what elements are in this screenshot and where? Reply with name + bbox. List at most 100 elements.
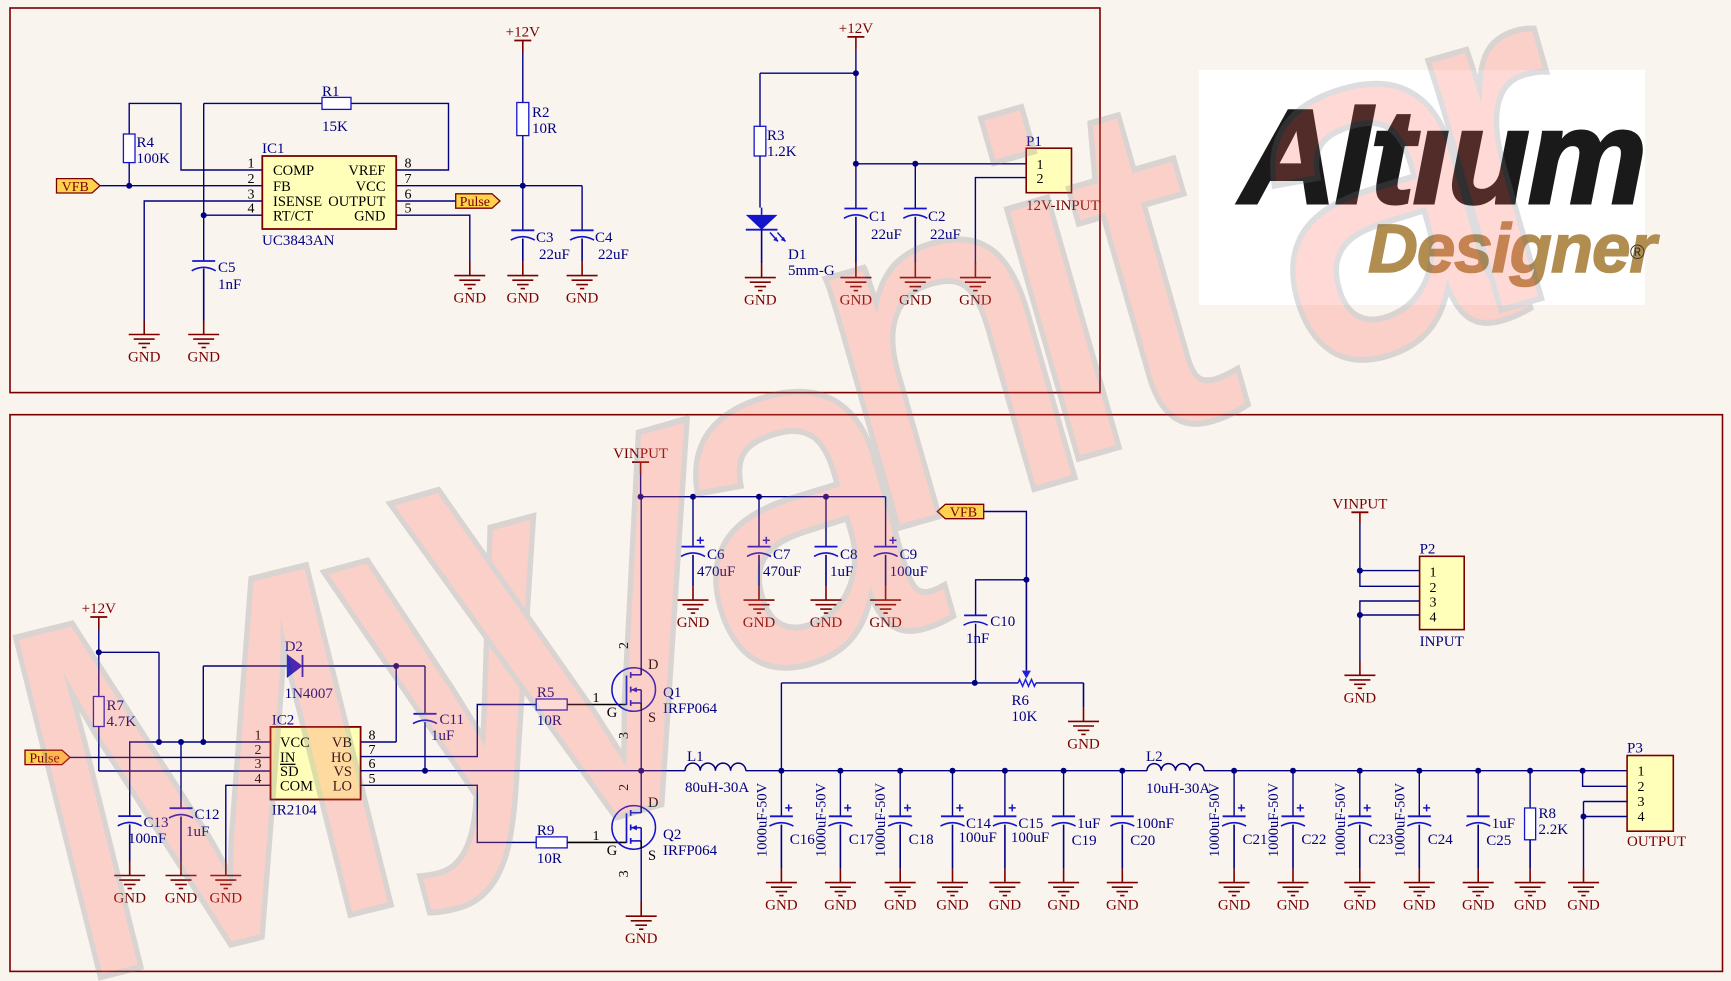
- svg-text:D: D: [648, 795, 658, 811]
- svg-text:100K: 100K: [137, 151, 171, 167]
- svg-text:R8: R8: [1539, 806, 1557, 822]
- svg-text:G: G: [607, 705, 618, 721]
- svg-text:VCC: VCC: [280, 735, 310, 751]
- svg-text:3: 3: [617, 870, 632, 877]
- svg-text:7: 7: [369, 743, 376, 758]
- svg-text:8: 8: [405, 157, 412, 172]
- svg-text:GND: GND: [1106, 898, 1139, 914]
- svg-text:1N4007: 1N4007: [285, 686, 334, 702]
- svg-text:R5: R5: [537, 685, 555, 701]
- svg-text:2.2K: 2.2K: [1539, 822, 1569, 838]
- svg-text:2: 2: [1037, 172, 1044, 187]
- svg-text:INPUT: INPUT: [1420, 634, 1464, 650]
- svg-text:C15: C15: [1018, 816, 1043, 832]
- svg-text:C20: C20: [1130, 833, 1155, 849]
- svg-text:VFB: VFB: [950, 506, 977, 521]
- svg-text:GND: GND: [677, 615, 710, 631]
- svg-text:IN: IN: [280, 750, 296, 766]
- svg-text:R7: R7: [107, 698, 125, 714]
- svg-text:Designer: Designer: [1368, 210, 1659, 287]
- svg-text:Q1: Q1: [663, 685, 681, 701]
- svg-text:1uF: 1uF: [431, 728, 454, 744]
- svg-text:C13: C13: [144, 815, 169, 831]
- svg-text:1: 1: [1638, 765, 1645, 780]
- svg-text:OUTPUT: OUTPUT: [1627, 834, 1686, 850]
- svg-text:2: 2: [1430, 581, 1437, 596]
- svg-text:COM: COM: [280, 779, 313, 795]
- svg-text:D1: D1: [788, 247, 806, 263]
- svg-text:4: 4: [1638, 810, 1645, 825]
- svg-text:IRFP064: IRFP064: [663, 843, 718, 859]
- svg-text:1: 1: [255, 729, 262, 744]
- svg-text:7: 7: [405, 172, 412, 187]
- svg-text:+12V: +12V: [506, 25, 540, 41]
- svg-text:2: 2: [255, 743, 262, 758]
- svg-text:12V-INPUT: 12V-INPUT: [1026, 198, 1100, 214]
- svg-text:Altıum: Altıum: [1237, 83, 1645, 232]
- svg-text:3: 3: [248, 188, 255, 203]
- svg-text:L1: L1: [687, 749, 704, 765]
- svg-text:1: 1: [1037, 158, 1044, 173]
- svg-text:1: 1: [593, 691, 600, 706]
- svg-text:GND: GND: [507, 291, 540, 307]
- svg-text:HO: HO: [331, 750, 352, 766]
- svg-text:100uF: 100uF: [890, 564, 928, 580]
- svg-text:5mm-G: 5mm-G: [788, 263, 835, 279]
- svg-text:VCC: VCC: [356, 179, 386, 195]
- svg-text:Q2: Q2: [663, 827, 681, 843]
- svg-text:3: 3: [255, 757, 262, 772]
- svg-text:C3: C3: [536, 230, 554, 246]
- svg-text:+12V: +12V: [82, 601, 116, 617]
- svg-text:6: 6: [405, 188, 412, 203]
- svg-text:1uF: 1uF: [830, 564, 853, 580]
- svg-text:VS: VS: [333, 764, 352, 780]
- svg-text:C16: C16: [790, 832, 816, 848]
- svg-text:C9: C9: [900, 547, 918, 563]
- svg-text:GND: GND: [884, 898, 917, 914]
- svg-text:FB: FB: [273, 179, 291, 195]
- svg-text:1.2K: 1.2K: [767, 144, 797, 160]
- svg-text:GND: GND: [1067, 736, 1100, 752]
- svg-text:GND: GND: [1047, 898, 1080, 914]
- svg-text:COMP: COMP: [273, 163, 314, 179]
- svg-text:GND: GND: [454, 291, 487, 307]
- svg-text:1000uF-50V: 1000uF-50V: [873, 782, 889, 857]
- svg-text:GND: GND: [210, 891, 243, 907]
- svg-text:GND: GND: [824, 898, 857, 914]
- svg-text:8: 8: [369, 729, 376, 744]
- svg-text:GND: GND: [810, 615, 843, 631]
- svg-text:C7: C7: [773, 547, 791, 563]
- svg-text:GND: GND: [869, 615, 902, 631]
- svg-text:1uF: 1uF: [186, 824, 209, 840]
- svg-text:GND: GND: [744, 293, 777, 309]
- svg-text:2: 2: [1638, 780, 1645, 795]
- svg-text:GND: GND: [113, 891, 146, 907]
- svg-text:VINPUT: VINPUT: [1332, 496, 1387, 512]
- svg-text:®: ®: [1630, 242, 1645, 264]
- svg-text:22uF: 22uF: [930, 227, 961, 243]
- svg-text:C18: C18: [909, 832, 934, 848]
- svg-text:P3: P3: [1627, 741, 1643, 757]
- svg-text:GND: GND: [1514, 898, 1547, 914]
- svg-text:ISENSE: ISENSE: [273, 194, 322, 210]
- svg-text:GND: GND: [165, 891, 198, 907]
- svg-text:IC1: IC1: [262, 141, 285, 157]
- svg-text:VREF: VREF: [348, 163, 385, 179]
- svg-text:1000uF-50V: 1000uF-50V: [1266, 782, 1282, 857]
- svg-text:GND: GND: [899, 293, 932, 309]
- svg-text:GND: GND: [1567, 898, 1600, 914]
- svg-text:2: 2: [617, 642, 632, 649]
- svg-text:RT/CT: RT/CT: [273, 208, 313, 224]
- svg-text:Pulse: Pulse: [460, 195, 490, 210]
- svg-text:4: 4: [1430, 611, 1437, 626]
- svg-text:100uF: 100uF: [1011, 830, 1049, 846]
- svg-text:Pulse: Pulse: [29, 751, 59, 766]
- svg-text:1uF: 1uF: [1077, 816, 1100, 832]
- svg-text:GND: GND: [1218, 898, 1251, 914]
- svg-text:3: 3: [1430, 596, 1437, 611]
- svg-text:1000uF-50V: 1000uF-50V: [754, 782, 770, 857]
- svg-text:3: 3: [1638, 795, 1645, 810]
- svg-text:1nF: 1nF: [218, 277, 241, 293]
- svg-text:22uF: 22uF: [539, 247, 570, 263]
- svg-text:470uF: 470uF: [763, 564, 801, 580]
